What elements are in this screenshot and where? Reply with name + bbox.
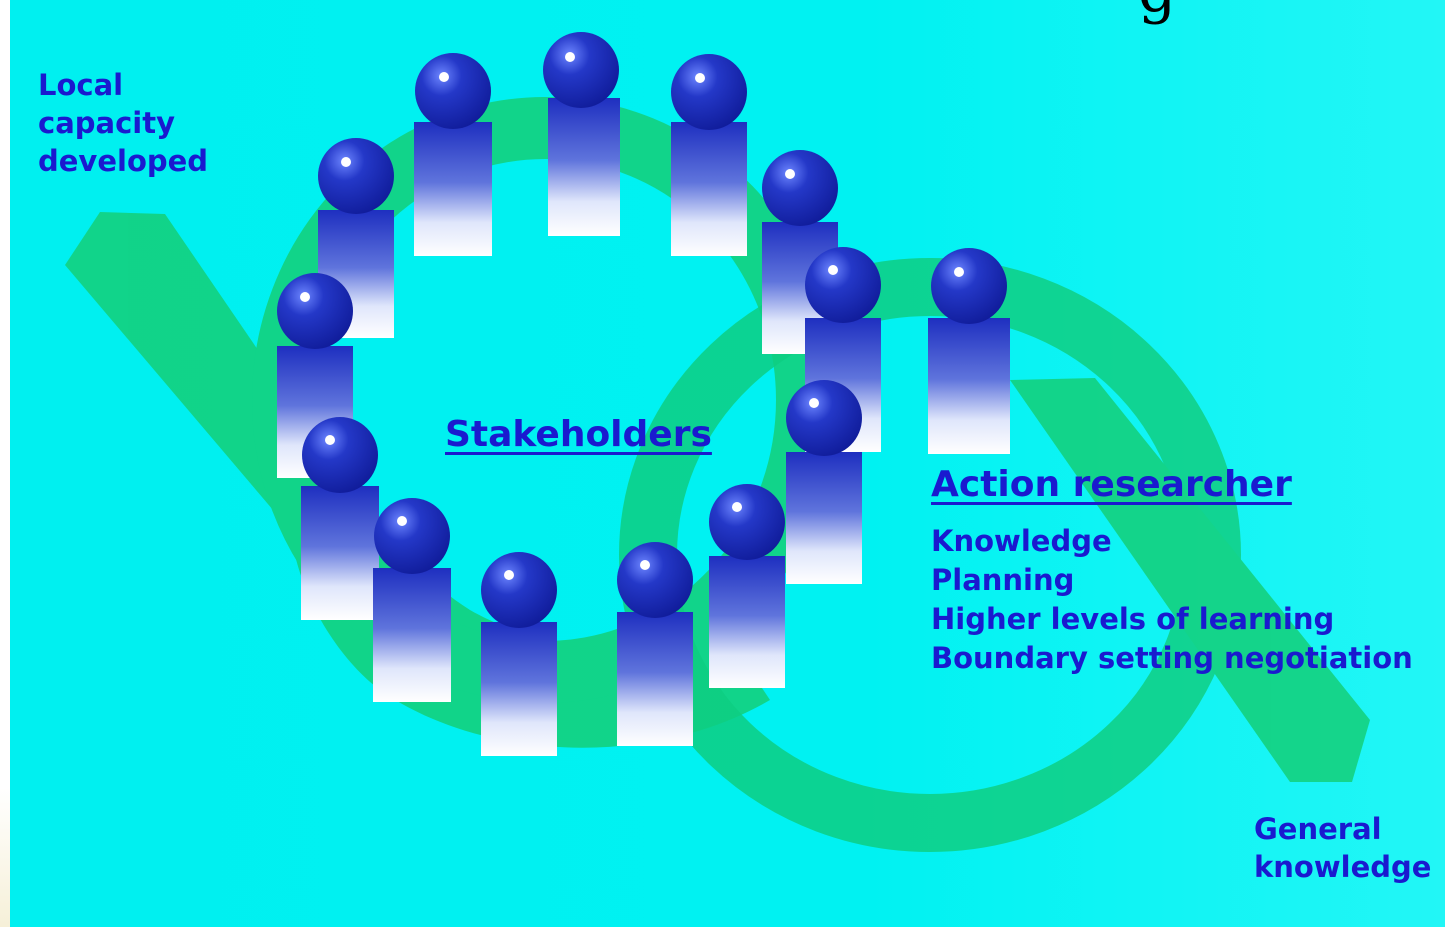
stakeholder-figure bbox=[414, 53, 492, 256]
stakeholders-label: Stakeholders bbox=[445, 414, 712, 455]
local-capacity-label: Local capacity developed bbox=[38, 68, 209, 178]
list-item: Planning bbox=[931, 563, 1075, 597]
action-researcher-heading: Action researcher bbox=[931, 464, 1292, 505]
stakeholder-figure bbox=[671, 54, 747, 256]
action-researcher-figure bbox=[928, 248, 1010, 454]
general-knowledge-label: General knowledge bbox=[1254, 812, 1432, 884]
stakeholder-figure bbox=[373, 498, 451, 702]
stakeholder-figure bbox=[709, 484, 785, 688]
list-item: Higher levels of learning bbox=[931, 602, 1335, 636]
stakeholder-figure bbox=[481, 552, 557, 756]
stakeholder-figure bbox=[318, 138, 394, 338]
list-item: Boundary setting negotiation bbox=[931, 641, 1413, 675]
title-fragment: g bbox=[1138, 0, 1176, 26]
stakeholder-figure bbox=[617, 542, 693, 746]
stakeholder-figure bbox=[301, 417, 379, 620]
stakeholder-figure bbox=[786, 380, 862, 584]
slide-left-border bbox=[0, 0, 10, 927]
stakeholder-figures bbox=[277, 32, 881, 756]
action-researcher-list: Knowledge Planning Higher levels of lear… bbox=[931, 522, 1413, 678]
stakeholder-figure bbox=[543, 32, 620, 236]
list-item: Knowledge bbox=[931, 524, 1112, 558]
